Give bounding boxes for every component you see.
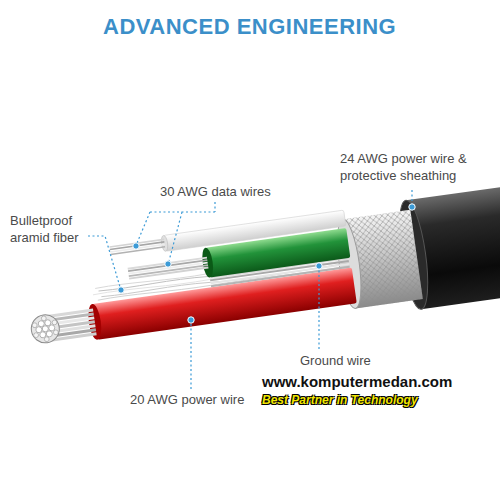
leader-line	[190, 323, 191, 389]
callout-label: 30 AWG data wires	[160, 183, 271, 200]
callout-label: 24 AWG power wire & protective sheathing	[340, 150, 475, 184]
data-conductor	[128, 258, 209, 279]
callout-label: Ground wire	[300, 352, 371, 369]
leader-dot	[409, 204, 415, 210]
power-conductor	[44, 310, 97, 341]
cable	[21, 170, 500, 364]
leader-dots	[118, 204, 415, 323]
data-wire-white	[163, 210, 345, 251]
watermark: Best Partner in Technology	[262, 393, 418, 407]
leader-dot	[118, 287, 124, 293]
leader-dot	[188, 317, 194, 323]
leader-bracket	[137, 202, 215, 261]
leader-line	[318, 269, 319, 349]
leader-lines	[88, 190, 412, 389]
leader-dot	[165, 261, 171, 267]
diagram-title: ADVANCED ENGINEERING	[103, 14, 396, 40]
leader-dot	[316, 263, 322, 269]
leader-line	[88, 236, 120, 287]
conductor-end	[29, 313, 61, 345]
leader-dot	[133, 243, 139, 249]
callout-label: Bulletproof aramid fiber	[10, 212, 92, 246]
callout-label: 20 AWG power wire	[130, 391, 244, 408]
watermark: www.komputermedan.com	[262, 373, 452, 390]
leader-line	[411, 190, 412, 204]
data-wire-end	[160, 235, 168, 252]
